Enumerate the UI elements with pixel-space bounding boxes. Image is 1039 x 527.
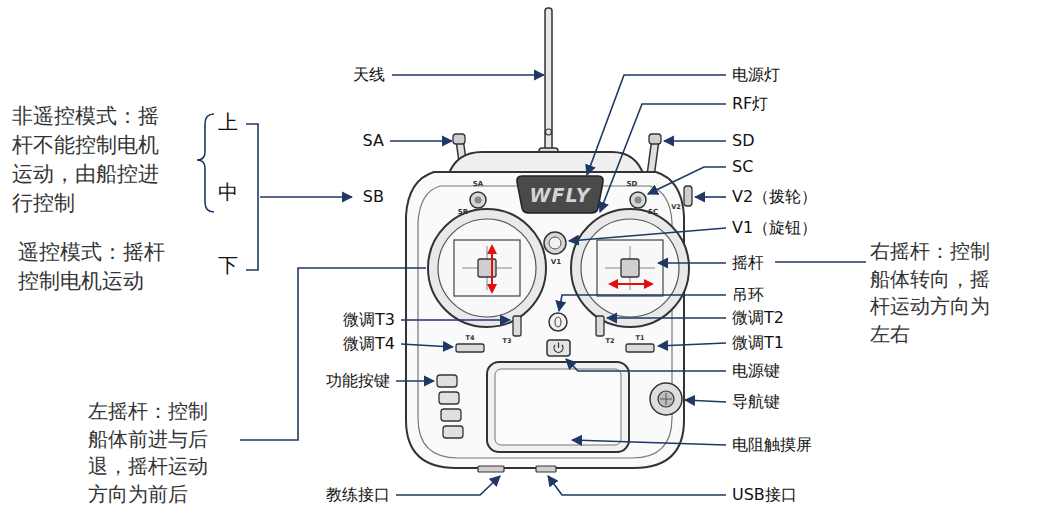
ports bbox=[478, 466, 556, 472]
mode-note: 遥控模式：摇杆控制电机运动 bbox=[18, 238, 171, 296]
switch-position: 下 bbox=[217, 253, 239, 277]
part-label: 电源键 bbox=[730, 361, 782, 380]
device-marking: SD bbox=[627, 181, 638, 188]
part-label: 吊环 bbox=[730, 285, 766, 304]
device-marking: V2 bbox=[671, 204, 681, 211]
part-label: V2（拨轮） bbox=[730, 187, 819, 206]
part-label: RF灯 bbox=[730, 94, 770, 113]
transmitter-body bbox=[406, 152, 684, 468]
stick-note: 左摇杆：控制船体前进与后退，摇杆运动方向为前后 bbox=[88, 398, 213, 508]
part-label: 导航键 bbox=[730, 392, 782, 411]
part-label: 微调T1 bbox=[730, 333, 786, 352]
part-label: 摇杆 bbox=[730, 253, 766, 272]
device-marking: T4 bbox=[466, 335, 475, 342]
switch-position: 中 bbox=[217, 180, 239, 204]
device-marking: SA bbox=[473, 181, 483, 188]
part-label: SA bbox=[361, 131, 386, 150]
leader-lines bbox=[240, 75, 866, 495]
part-label: 微调T4 bbox=[341, 334, 397, 353]
stick-note: 右摇杆：控制船体转向，摇杆运动方向为左右 bbox=[870, 238, 995, 348]
device-marking: T3 bbox=[503, 338, 512, 345]
part-label: SC bbox=[730, 157, 755, 176]
device-marking: T1 bbox=[636, 335, 645, 342]
part-label: 电阻触摸屏 bbox=[730, 435, 814, 454]
trim-switch bbox=[456, 316, 654, 352]
part-label: SD bbox=[730, 131, 756, 150]
logo-panel bbox=[517, 176, 603, 213]
device-marking: SC bbox=[648, 209, 658, 216]
navigation-key bbox=[650, 383, 682, 415]
hanging-ring bbox=[549, 313, 567, 331]
part-label: USB接口 bbox=[730, 485, 799, 504]
antenna bbox=[539, 8, 558, 166]
part-label: V1（旋钮） bbox=[730, 218, 819, 237]
part-label: 天线 bbox=[351, 65, 387, 84]
device-marking: SB bbox=[458, 209, 468, 216]
touch-screen bbox=[487, 362, 629, 452]
part-label: 微调T2 bbox=[730, 308, 786, 327]
part-label: 微调T3 bbox=[341, 310, 397, 329]
wheel bbox=[684, 186, 692, 206]
part-label: SB bbox=[361, 187, 386, 206]
function-keys bbox=[437, 375, 463, 438]
part-label: 电源灯 bbox=[730, 65, 782, 84]
part-label: 功能按键 bbox=[324, 371, 392, 390]
device-marking: V1 bbox=[551, 259, 561, 266]
knob bbox=[544, 232, 566, 254]
switch-position: 上 bbox=[217, 110, 239, 134]
mode-note: 非遥控模式：摇杆不能控制电机运动，由船控进行控制 bbox=[12, 102, 165, 218]
bracket bbox=[197, 114, 258, 270]
gimbal bbox=[428, 209, 689, 327]
brand-logo: WFLY bbox=[530, 186, 591, 205]
part-label: 教练接口 bbox=[324, 485, 392, 504]
power-button bbox=[547, 340, 570, 356]
device-marking: T2 bbox=[606, 338, 615, 345]
